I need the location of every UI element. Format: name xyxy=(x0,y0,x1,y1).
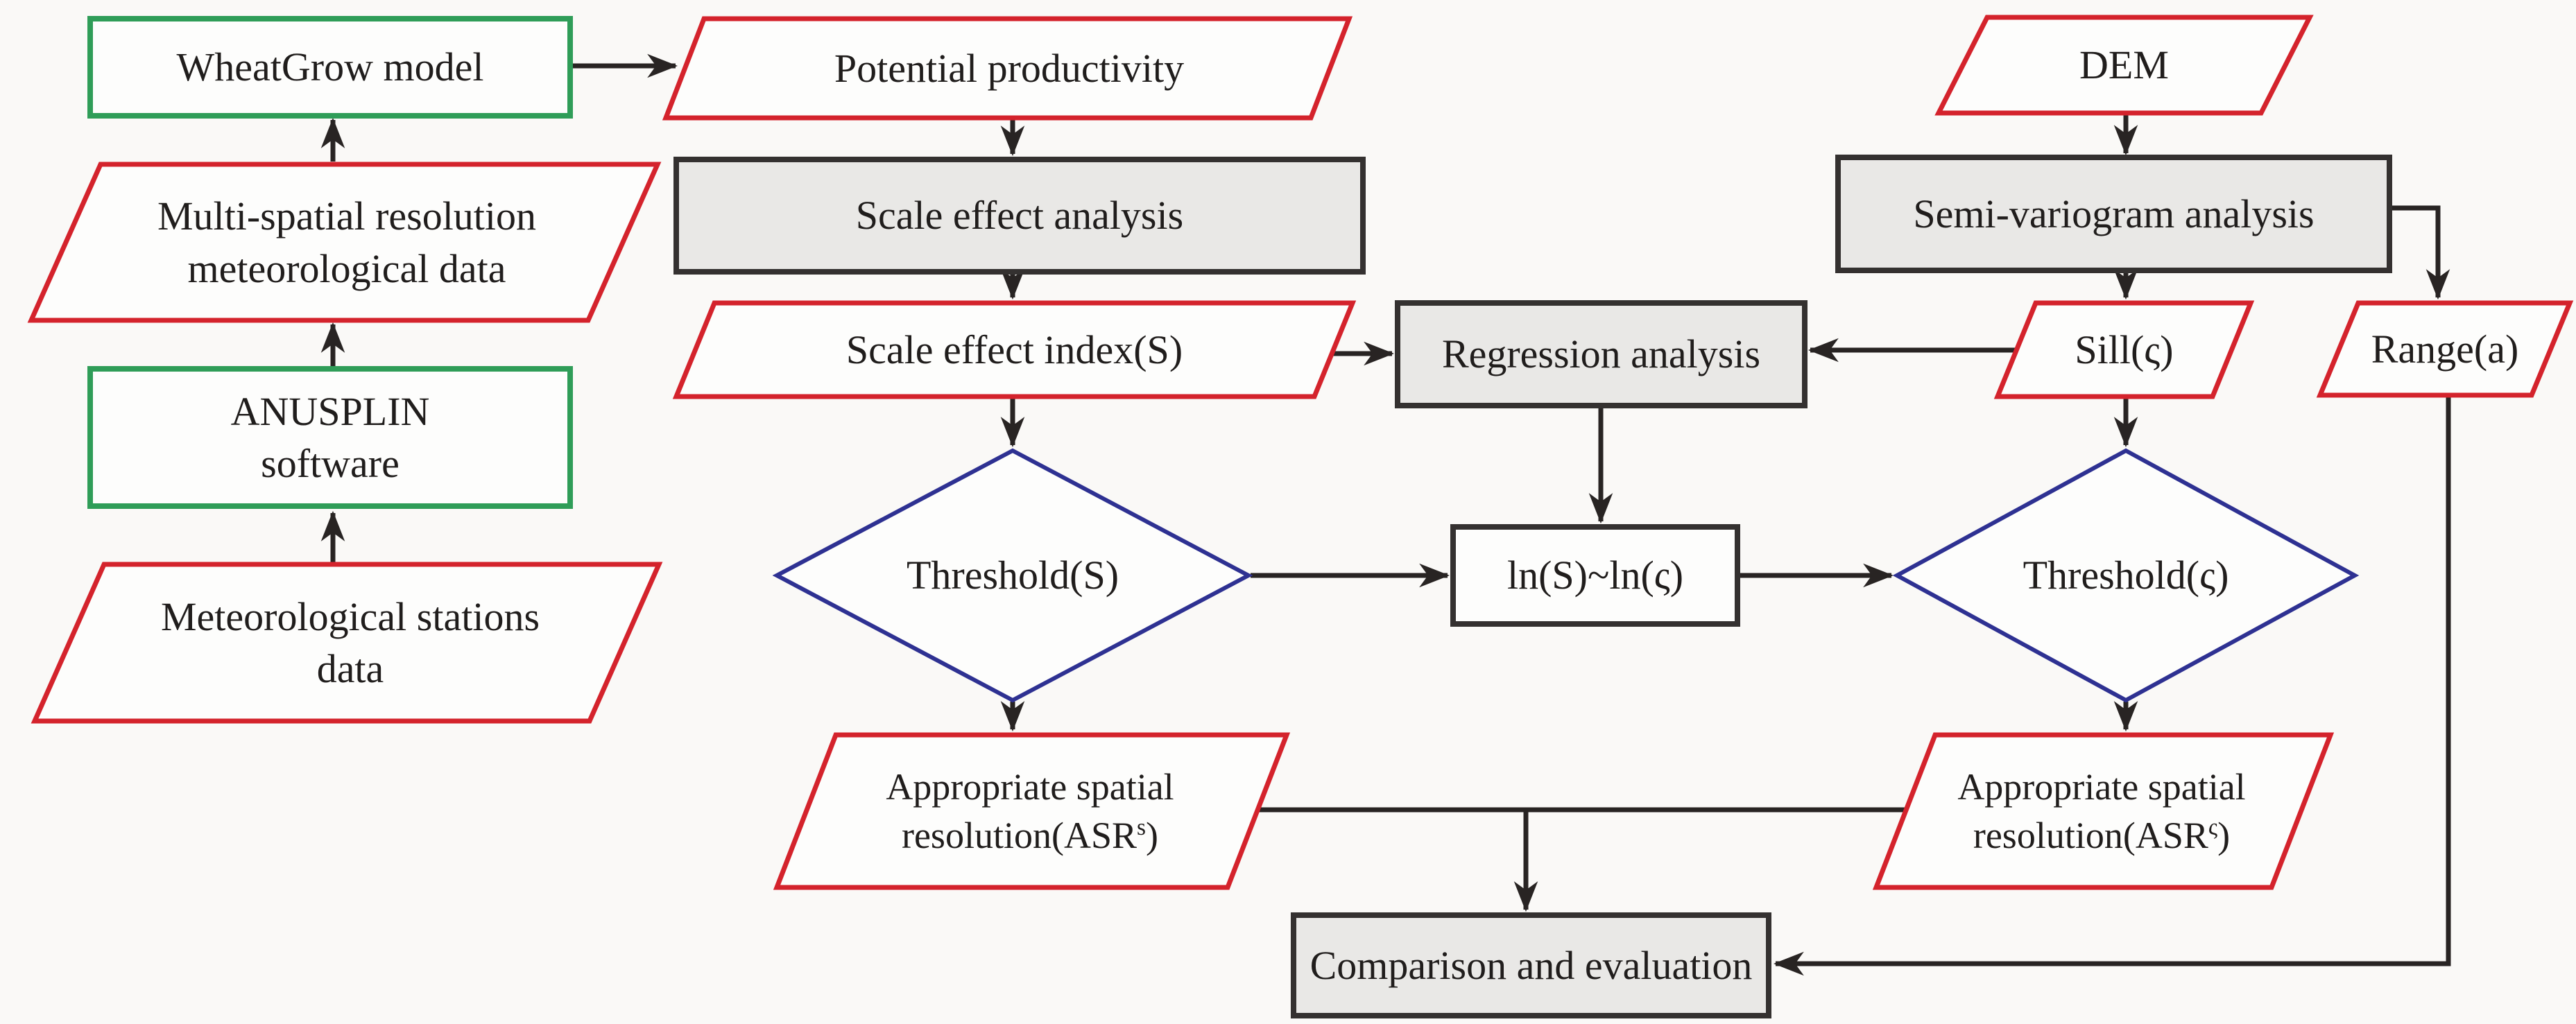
comparison-evaluation-shape xyxy=(1291,912,1771,1018)
threshold-s-diamond-shape xyxy=(772,448,1253,703)
scale-effect-analysis-shape xyxy=(673,157,1366,275)
scale-effect-index-shape xyxy=(672,300,1357,399)
arrow-range-to-comparison xyxy=(1773,397,2451,976)
met-stations-data-shape xyxy=(31,562,663,724)
ln-relation-shape xyxy=(1450,524,1740,627)
sill-shape xyxy=(1993,300,2255,399)
multi-met-data-shape xyxy=(27,162,662,323)
semi-variogram-analysis-shape xyxy=(1835,155,2392,273)
dem-shape xyxy=(1934,15,2314,116)
arrow-semivariogram-to-range xyxy=(2389,205,2450,300)
asr-s-shape xyxy=(773,732,1291,890)
anusplin-software-shape xyxy=(87,366,573,509)
regression-analysis-shape xyxy=(1395,300,1808,408)
asr-sigma-shape xyxy=(1872,732,2335,890)
wheatgrow-model-shape xyxy=(87,16,573,119)
range-shape xyxy=(2316,300,2574,398)
potential-productivity-shape xyxy=(662,16,1353,121)
threshold-sigma-diamond-shape xyxy=(1892,448,2360,703)
